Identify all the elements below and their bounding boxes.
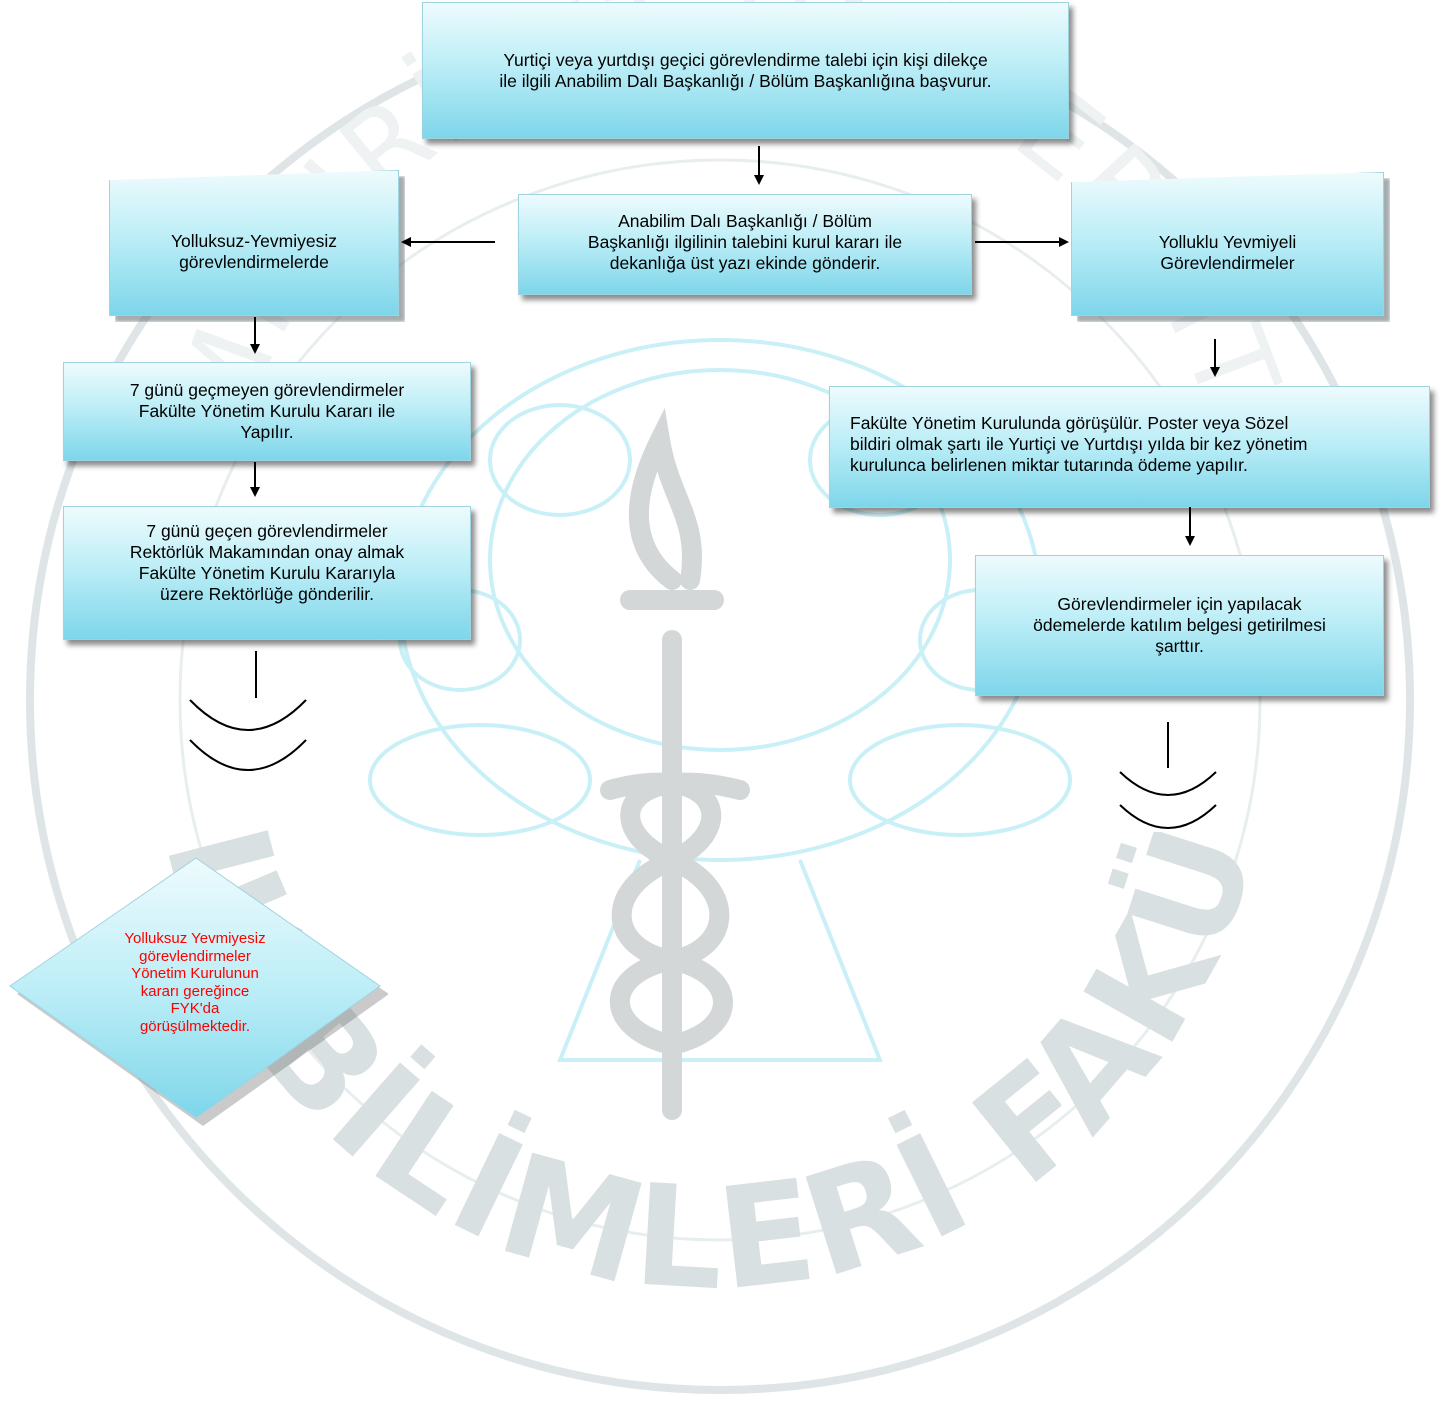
paid-branch-line: Yolluklu Yevmiyeli: [1158, 232, 1297, 252]
department-step-line: Başkanlığı ilgilinin talebini kurul kara…: [587, 232, 903, 252]
faculty-board-line: kurulunca belirlenen miktar tutarında öd…: [850, 455, 1248, 475]
under-7-days-box: 7 günü geçmeyen görevlendirmeler Fakülte…: [63, 362, 471, 461]
paid-branch-box: Yolluklu Yevmiyeli Görevlendirmeler: [1071, 172, 1384, 316]
certificate-line: şarttır.: [1155, 636, 1204, 656]
decision-line: Yolluksuz Yevmiyesiz: [124, 930, 266, 947]
decision-line: Yönetim Kurulunun: [131, 965, 259, 982]
department-step-line: dekanlığa üst yazı ekinde gönderir.: [609, 253, 881, 273]
start-step-line: ile ilgili Anabilim Dalı Başkanlığı / Bö…: [499, 70, 992, 91]
over-7-days-line: Fakülte Yönetim Kurulu Kararıyla: [138, 563, 396, 583]
under-7-days-line: Fakülte Yönetim Kurulu Kararı ile: [138, 401, 396, 421]
decision-diamond: [9, 857, 388, 1126]
over-7-days-line: üzere Rektörlüğe gönderilir.: [159, 584, 374, 604]
paid-branch-line: Görevlendirmeler: [1160, 253, 1295, 273]
torch-caduceus-icon: [600, 408, 750, 1120]
department-step-line: Anabilim Dalı Başkanlığı / Bölüm: [618, 211, 872, 231]
faculty-board-box: Fakülte Yönetim Kurulunda görüşülür. Pos…: [829, 386, 1430, 508]
certificate-line: Görevlendirmeler için yapılacak: [1057, 594, 1302, 614]
department-step-box: Anabilim Dalı Başkanlığı / Bölüm Başkanl…: [518, 194, 972, 295]
faculty-board-line: Fakülte Yönetim Kurulunda görüşülür. Pos…: [850, 413, 1289, 433]
unpaid-branch-line: görevlendirmelerde: [179, 252, 329, 272]
faculty-board-line: bildiri olmak şartı ile Yurtiçi ve Yurtd…: [850, 434, 1308, 454]
certificate-box: Görevlendirmeler için yapılacak ödemeler…: [975, 555, 1384, 696]
under-7-days-line: Yapılır.: [240, 422, 294, 442]
over-7-days-box: 7 günü geçen görevlendirmeler Rektörlük …: [63, 506, 471, 640]
over-7-days-line: 7 günü geçen görevlendirmeler: [146, 521, 388, 541]
over-7-days-line: Rektörlük Makamından onay almak: [129, 542, 405, 562]
seal-inner-ring: [178, 158, 1262, 1242]
unpaid-branch-line: Yolluksuz-Yevmiyesiz: [170, 231, 337, 251]
decision-line: FYK'da: [170, 1000, 220, 1017]
under-7-days-line: 7 günü geçmeyen görevlendirmeler: [129, 380, 405, 400]
start-step-box: Yurtiçi veya yurtdışı geçici görevlendir…: [422, 2, 1069, 139]
unpaid-branch-box: Yolluksuz-Yevmiyesiz görevlendirmelerde: [109, 170, 399, 316]
decision-line: kararı gereğince: [140, 982, 250, 1000]
decision-line: görevlendirmeler: [139, 947, 251, 965]
certificate-line: ödemelerde katılım belgesi getirilmesi: [1033, 615, 1326, 635]
start-step-line: Yurtiçi veya yurtdışı geçici görevlendir…: [503, 49, 988, 70]
decision-line: görüşülmektedir.: [139, 1017, 251, 1035]
decision-text: Yolluksuz Yevmiyesiz görevlendirmeler Yö…: [95, 930, 295, 1035]
